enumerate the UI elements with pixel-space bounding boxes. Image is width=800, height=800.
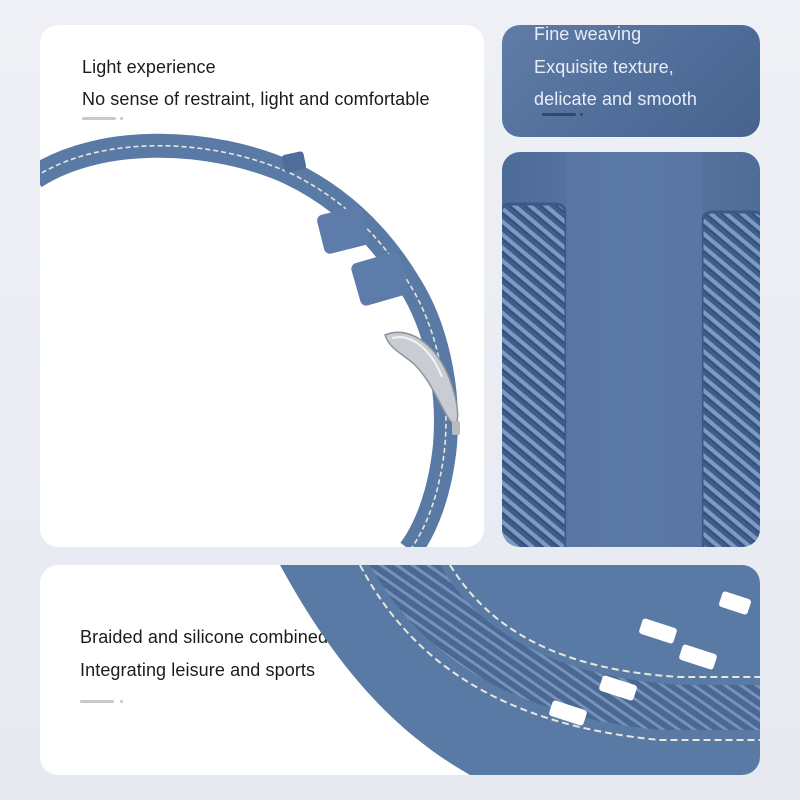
- accent-dot: [580, 113, 583, 116]
- band-stitch-1: [359, 565, 760, 741]
- strap-keeper-2: [351, 252, 409, 306]
- feature-subtitle: Exquisite texture,: [534, 57, 674, 77]
- accent-dot: [120, 700, 123, 703]
- accent-dash: [82, 117, 116, 120]
- feature-title: Light experience: [82, 57, 216, 77]
- accent-dash: [542, 113, 576, 116]
- strap-body: [40, 133, 458, 547]
- feature-card-combined: Braided and silicone combined Integratin…: [40, 565, 760, 775]
- woven-texture-closeup: [502, 152, 760, 547]
- feature-title: Fine weaving: [534, 25, 642, 44]
- combined-strap-image: [280, 565, 760, 775]
- band-woven-stripe: [370, 565, 760, 730]
- feature-title: Braided and silicone combined: [80, 627, 329, 647]
- accent-dot: [120, 117, 123, 120]
- buckle-pin: [452, 421, 460, 435]
- feature-card-weaving: Fine weaving Exquisite texture, delicate…: [502, 25, 760, 137]
- accent-dash: [80, 700, 114, 703]
- strap-tip: [281, 151, 307, 173]
- band-stitch-2: [449, 565, 760, 678]
- silicone-center: [566, 152, 702, 547]
- strap-stitching: [40, 145, 447, 547]
- woven-strip-left: [502, 202, 568, 547]
- strap-keeper-1: [317, 206, 369, 254]
- feature-subtitle: Integrating leisure and sports: [80, 660, 316, 680]
- band-slots: [549, 591, 751, 726]
- feature-card-light: Light experience No sense of restraint, …: [40, 25, 484, 547]
- strap-loop-image: [40, 133, 460, 547]
- feature-subtitle-2: delicate and smooth: [534, 89, 698, 109]
- woven-strip-right: [700, 210, 760, 547]
- feature-subtitle: No sense of restraint, light and comfort…: [82, 89, 430, 109]
